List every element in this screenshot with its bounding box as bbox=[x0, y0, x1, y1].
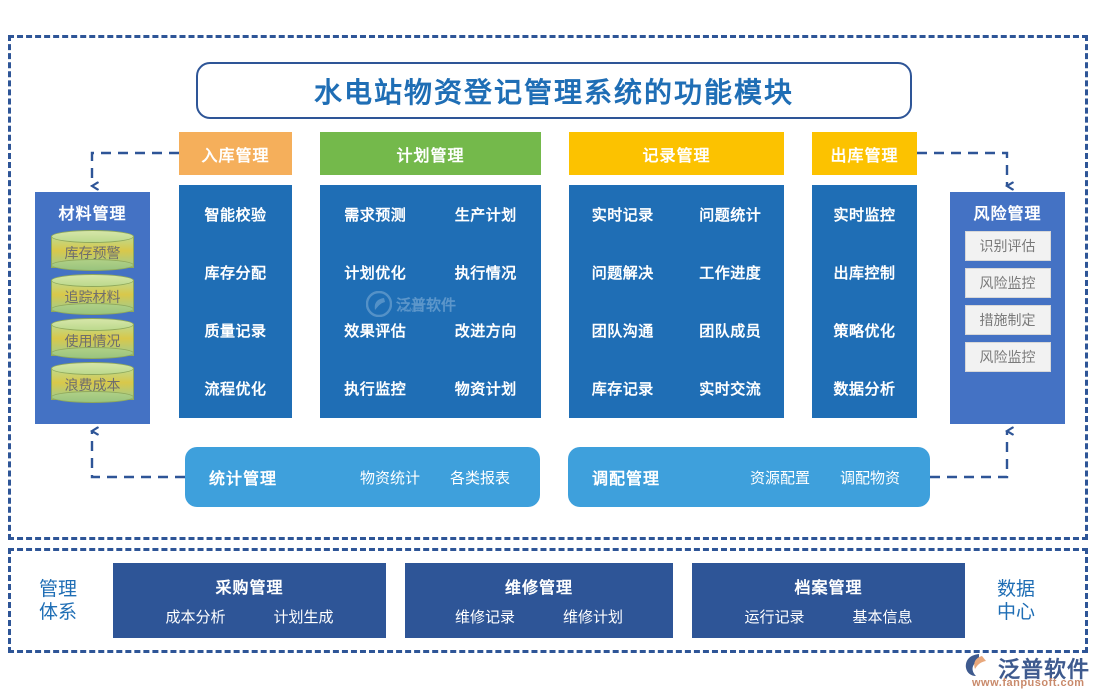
panel-item[interactable]: 质量记录 bbox=[204, 323, 267, 341]
panel-item[interactable]: 实时监控 bbox=[833, 206, 896, 224]
header-plan-label: 计划管理 bbox=[396, 147, 465, 165]
card-title: 采购管理 bbox=[215, 580, 284, 597]
risk-item[interactable]: 风险监控 bbox=[964, 342, 1051, 372]
bottom-left-label: 管理 体系 bbox=[28, 578, 88, 624]
header-record-management[interactable]: 记录管理 bbox=[569, 132, 784, 175]
panel-item[interactable]: 执行监控 bbox=[344, 381, 407, 399]
material-item-label: 库存预警 bbox=[64, 245, 121, 261]
panel-item[interactable]: 需求预测 bbox=[344, 206, 407, 224]
panel-item[interactable]: 库存记录 bbox=[591, 381, 654, 399]
panel-record-management: 实时记录 问题统计 问题解决 工作进度 团队沟通 团队成员 库存记录 实时交流 bbox=[569, 185, 784, 418]
panel-item[interactable]: 改进方向 bbox=[454, 323, 517, 341]
material-item-label: 追踪材料 bbox=[64, 289, 121, 305]
card-archive-management[interactable]: 档案管理 运行记录 基本信息 bbox=[692, 563, 965, 638]
panel-item[interactable]: 智能校验 bbox=[204, 206, 267, 224]
card-maintenance-management[interactable]: 维修管理 维修记录 维修计划 bbox=[405, 563, 673, 638]
panel-outbound-management: 实时监控 出库控制 策略优化 数据分析 bbox=[812, 185, 917, 418]
card-item[interactable]: 维修计划 bbox=[563, 609, 624, 626]
bar-statistics-title: 统计管理 bbox=[209, 471, 278, 488]
bar-statistics-management[interactable]: 统计管理 物资统计 各类报表 bbox=[185, 447, 540, 507]
bottom-left-label-line2: 体系 bbox=[38, 602, 77, 623]
risk-item[interactable]: 措施制定 bbox=[964, 305, 1051, 335]
panel-item[interactable]: 团队成员 bbox=[699, 323, 762, 341]
header-inbound-label: 入库管理 bbox=[201, 147, 270, 165]
panel-plan-management: 需求预测 生产计划 计划优化 执行情况 效果评估 改进方向 执行监控 物资计划 bbox=[320, 185, 541, 418]
fanpu-logo: 泛普软件 www.fanpusoft.com bbox=[962, 652, 1094, 694]
logo-url: www.fanpusoft.com bbox=[972, 677, 1085, 689]
page-title: 水电站物资登记管理系统的功能模块 bbox=[313, 76, 794, 108]
panel-item[interactable]: 问题解决 bbox=[591, 264, 654, 282]
header-plan-management[interactable]: 计划管理 bbox=[320, 132, 541, 175]
card-item[interactable]: 维修记录 bbox=[454, 609, 515, 626]
bar-item[interactable]: 调配物资 bbox=[839, 469, 900, 487]
panel-item[interactable]: 问题统计 bbox=[699, 206, 762, 224]
panel-item[interactable]: 出库控制 bbox=[833, 264, 896, 282]
card-title: 维修管理 bbox=[504, 580, 573, 597]
panel-item[interactable]: 计划优化 bbox=[344, 264, 407, 282]
database-cylinder-icon[interactable]: 追踪材料 bbox=[51, 274, 134, 315]
material-item-label: 浪费成本 bbox=[64, 377, 121, 393]
bar-dispatch-title: 调配管理 bbox=[592, 471, 661, 488]
bar-item[interactable]: 物资统计 bbox=[359, 469, 420, 487]
bar-item[interactable]: 资源配置 bbox=[749, 469, 810, 487]
material-item-label: 使用情况 bbox=[64, 333, 121, 349]
bottom-right-label-line1: 数据 bbox=[996, 579, 1035, 600]
card-procurement-management[interactable]: 采购管理 成本分析 计划生成 bbox=[113, 563, 386, 638]
page-title-box: 水电站物资登记管理系统的功能模块 bbox=[196, 62, 912, 119]
header-outbound-management[interactable]: 出库管理 bbox=[812, 132, 917, 175]
main-dashed-frame bbox=[8, 35, 1088, 540]
card-item[interactable]: 成本分析 bbox=[165, 609, 226, 626]
card-title: 档案管理 bbox=[794, 580, 863, 597]
panel-item[interactable]: 物资计划 bbox=[454, 381, 517, 399]
database-cylinder-icon[interactable]: 库存预警 bbox=[51, 230, 134, 271]
bottom-left-label-line1: 管理 bbox=[38, 579, 77, 600]
fanpu-logo-icon bbox=[965, 654, 986, 676]
panel-item[interactable]: 团队沟通 bbox=[591, 323, 654, 341]
panel-item[interactable]: 执行情况 bbox=[454, 264, 517, 282]
panel-item[interactable]: 库存分配 bbox=[204, 264, 267, 282]
header-outbound-label: 出库管理 bbox=[830, 147, 899, 165]
risk-item[interactable]: 风险监控 bbox=[964, 268, 1051, 298]
bar-dispatch-management[interactable]: 调配管理 资源配置 调配物资 bbox=[568, 447, 930, 507]
panel-item[interactable]: 实时交流 bbox=[699, 381, 762, 399]
panel-item[interactable]: 数据分析 bbox=[833, 381, 896, 399]
panel-risk-management: 风险管理 识别评估 风险监控 措施制定 风险监控 bbox=[950, 192, 1065, 424]
database-cylinder-icon[interactable]: 使用情况 bbox=[51, 318, 134, 359]
card-item[interactable]: 基本信息 bbox=[852, 609, 913, 626]
bottom-right-label-line2: 中心 bbox=[996, 602, 1035, 623]
panel-material-management: 材料管理 库存预警 追踪材料 使用情况 bbox=[35, 192, 150, 424]
risk-item[interactable]: 识别评估 bbox=[964, 231, 1051, 261]
panel-inbound-management: 智能校验 库存分配 质量记录 流程优化 bbox=[179, 185, 292, 418]
panel-item[interactable]: 效果评估 bbox=[344, 323, 407, 341]
bottom-right-label: 数据 中心 bbox=[985, 578, 1047, 624]
bottom-dashed-frame bbox=[8, 548, 1088, 653]
database-cylinder-icon[interactable]: 浪费成本 bbox=[51, 362, 134, 403]
panel-item[interactable]: 生产计划 bbox=[454, 206, 517, 224]
logo-text: 泛普软件 bbox=[998, 657, 1091, 682]
panel-item[interactable]: 策略优化 bbox=[833, 323, 896, 341]
card-item[interactable]: 运行记录 bbox=[744, 609, 805, 626]
bar-item[interactable]: 各类报表 bbox=[449, 469, 510, 487]
material-management-title: 材料管理 bbox=[58, 206, 127, 223]
header-inbound-management[interactable]: 入库管理 bbox=[179, 132, 292, 175]
panel-item[interactable]: 流程优化 bbox=[204, 381, 267, 399]
card-item[interactable]: 计划生成 bbox=[273, 609, 334, 626]
header-record-label: 记录管理 bbox=[642, 147, 711, 165]
panel-item[interactable]: 工作进度 bbox=[699, 264, 762, 282]
panel-item[interactable]: 实时记录 bbox=[591, 206, 654, 224]
risk-management-title: 风险管理 bbox=[973, 206, 1042, 223]
